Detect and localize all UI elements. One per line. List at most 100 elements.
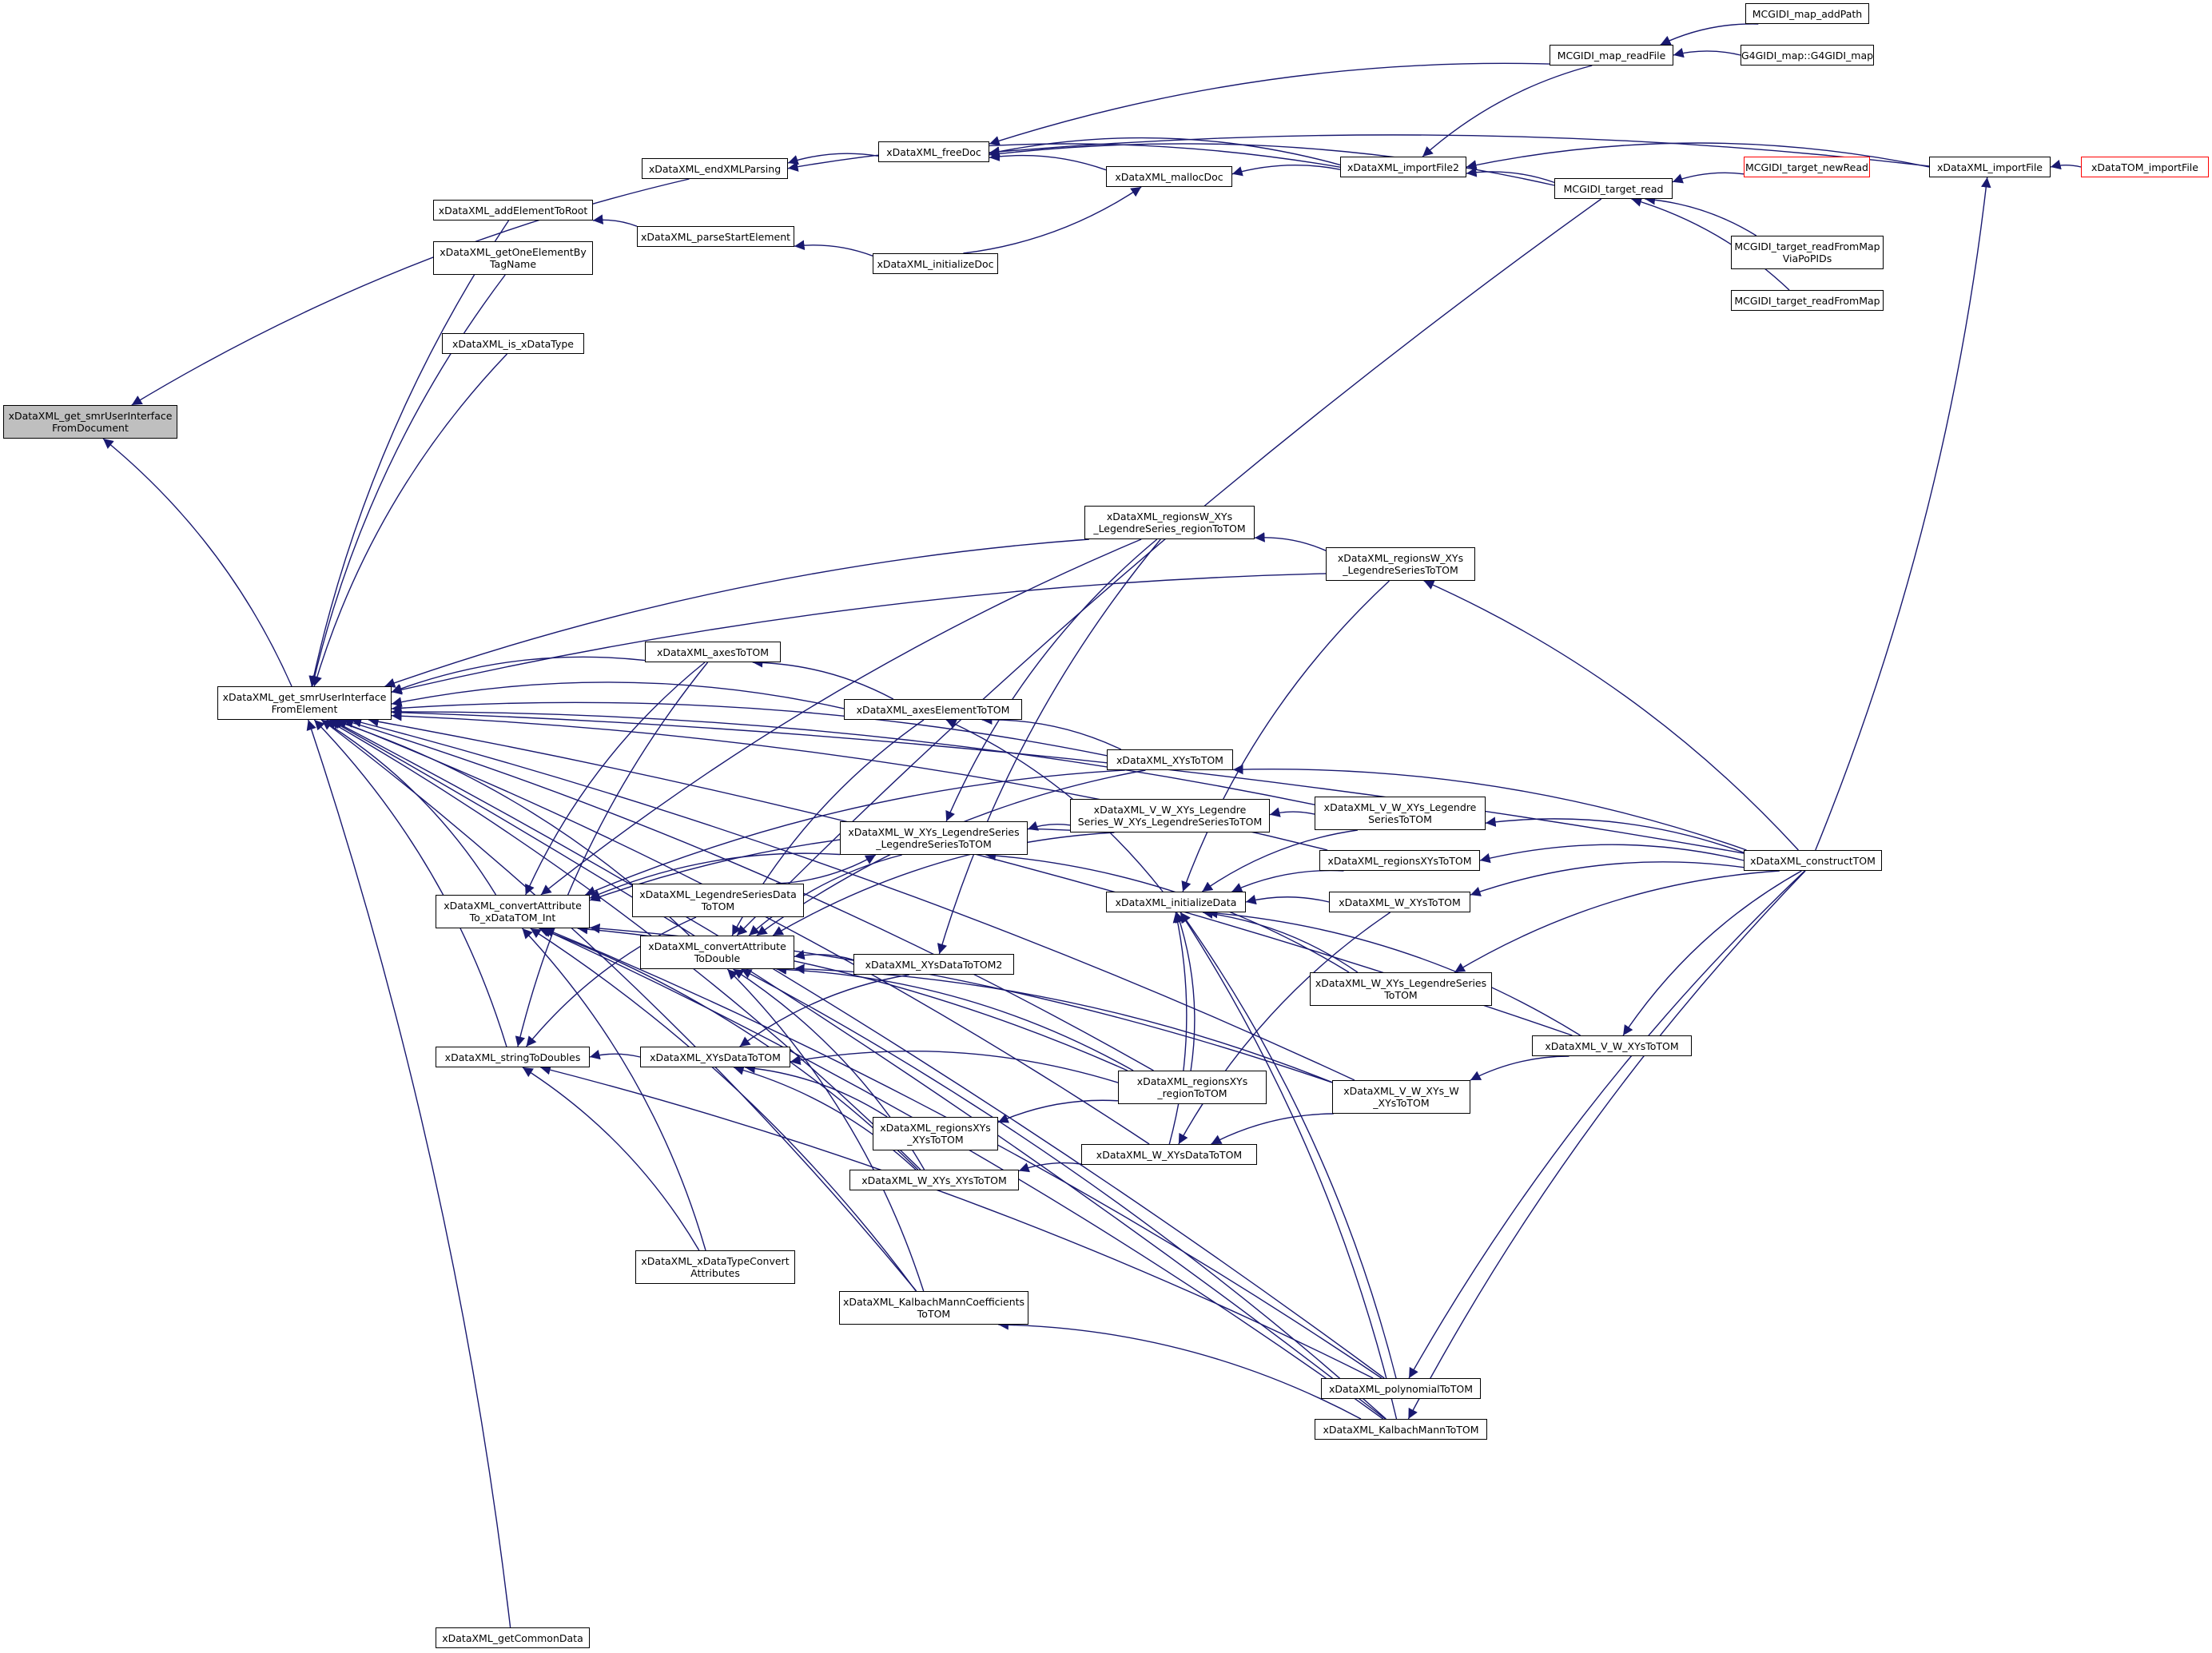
call-edge xyxy=(776,964,1134,1071)
node-label-line: xDataXML_regionsW_XYs xyxy=(1337,552,1464,564)
node-mcgidi-target-new-read[interactable]: MCGIDI_target_newRead xyxy=(1744,157,1870,177)
node-mcgidi-map-add-path[interactable]: MCGIDI_map_addPath xyxy=(1745,3,1869,24)
node-axes-element-to-tom[interactable]: xDataXML_axesElementToTOM xyxy=(844,699,1022,720)
node-w-xys-legendre-series-legendre-series-to-tom[interactable]: xDataXML_W_XYs_LegendreSeries _LegendreS… xyxy=(840,821,1028,855)
node-is-xdata-type[interactable]: xDataXML_is_xDataType xyxy=(442,333,584,354)
call-edge xyxy=(391,706,1315,805)
call-edge xyxy=(741,968,1386,1420)
node-regions-xys-to-tom[interactable]: xDataXML_regionsXYsToTOM xyxy=(1319,850,1480,871)
call-edge xyxy=(787,143,1341,172)
node-regions-xys-xys-to-tom[interactable]: xDataXML_regionsXYs _XYsToTOM xyxy=(873,1117,998,1150)
node-string-to-doubles[interactable]: xDataXML_stringToDoubles xyxy=(436,1047,590,1067)
node-w-xys-to-tom[interactable]: xDataXML_W_XYsToTOM xyxy=(1329,892,1470,912)
call-edge xyxy=(592,214,638,227)
node-label-line: xDataXML_XYsToTOM xyxy=(1116,753,1223,766)
node-label-line: ToTOM xyxy=(917,1308,951,1320)
node-get-smr-user-interface-from-element[interactable]: xDataXML_get_smrUserInterface FromElemen… xyxy=(217,686,392,720)
node-xys-data-to-tom2[interactable]: xDataXML_XYsDataToTOM2 xyxy=(853,954,1014,975)
node-get-smr-user-interface-from-document[interactable]: xDataXML_get_smrUserInterface FromDocume… xyxy=(3,405,177,439)
node-label-line: _XYsToTOM xyxy=(1373,1097,1430,1109)
node-v-w-xys-to-tom[interactable]: xDataXML_V_W_XYsToTOM xyxy=(1532,1035,1692,1056)
node-label-line: xDataTOM_importFile xyxy=(2091,161,2198,173)
node-axes-to-tom[interactable]: xDataXML_axesToTOM xyxy=(645,642,781,662)
node-label-line: xDataXML_mallocDoc xyxy=(1115,170,1223,183)
node-end-xml-parsing[interactable]: xDataXML_endXMLParsing xyxy=(642,158,788,179)
node-label-line: Attributes xyxy=(690,1267,740,1279)
call-edge xyxy=(1245,894,1330,905)
call-edge xyxy=(1027,821,1071,831)
node-parse-start-element[interactable]: xDataXML_parseStartElement xyxy=(637,226,794,247)
node-label-line: xDataXML_regionsXYs xyxy=(880,1122,991,1134)
node-xdatatom-import-file[interactable]: xDataTOM_importFile xyxy=(2081,157,2209,177)
node-initialize-doc[interactable]: xDataXML_initializeDoc xyxy=(873,253,998,274)
node-label-line: ViaPoPIDs xyxy=(1782,252,1832,264)
call-edge xyxy=(1470,861,1745,896)
node-free-doc[interactable]: xDataXML_freeDoc xyxy=(878,141,989,162)
call-edge xyxy=(525,662,706,896)
call-edge xyxy=(351,717,1355,1081)
node-label-line: xDataXML_LegendreSeriesData xyxy=(639,888,797,900)
node-initialize-data[interactable]: xDataXML_initializeData xyxy=(1106,892,1246,912)
node-regions-xys-region-to-tom[interactable]: xDataXML_regionsXYs _regionToTOM xyxy=(1118,1071,1267,1104)
node-v-w-xys-legendre-series-w-xys-legendre-series-to-tom[interactable]: xDataXML_V_W_XYs_Legendre Series_W_XYs_L… xyxy=(1070,799,1270,832)
node-mcgidi-target-read-from-map[interactable]: MCGIDI_target_readFromMap xyxy=(1731,290,1884,311)
call-edge xyxy=(776,854,877,884)
node-kalbach-mann-to-tom[interactable]: xDataXML_KalbachMannToTOM xyxy=(1315,1419,1487,1440)
node-mcgidi-map-read-file[interactable]: MCGIDI_map_readFile xyxy=(1550,45,1673,66)
node-label-line: Series_W_XYs_LegendreSeriesToTOM xyxy=(1077,816,1263,828)
node-w-xys-xys-to-tom[interactable]: xDataXML_W_XYs_XYsToTOM xyxy=(849,1170,1019,1190)
call-edge xyxy=(308,220,510,687)
node-label-line: MCGIDI_target_newRead xyxy=(1745,161,1868,173)
call-edge xyxy=(1466,142,1930,170)
call-edge xyxy=(989,137,1341,166)
node-get-one-element-by-tag-name[interactable]: xDataXML_getOneElementBy TagName xyxy=(433,241,593,275)
node-xys-data-to-tom[interactable]: xDataXML_XYsDataToTOM xyxy=(640,1047,790,1067)
node-mcgidi-target-read[interactable]: MCGIDI_target_read xyxy=(1554,178,1673,199)
node-construct-tom[interactable]: xDataXML_constructTOM xyxy=(1744,850,1882,871)
call-edge xyxy=(1180,912,1398,1420)
node-regions-w-xys-legendre-series-region-to-tom[interactable]: xDataXML_regionsW_XYs _LegendreSeries_re… xyxy=(1084,506,1255,539)
node-import-file2[interactable]: xDataXML_importFile2 xyxy=(1340,157,1466,177)
call-edge xyxy=(998,1319,1362,1420)
node-g4gidi-map-constructor[interactable]: G4GIDI_map::G4GIDI_map xyxy=(1741,45,1874,66)
call-edge xyxy=(794,964,1333,1083)
node-add-element-to-root[interactable]: xDataXML_addElementToRoot xyxy=(433,200,593,221)
node-w-xys-legendre-series-to-tom[interactable]: xDataXML_W_XYs_LegendreSeries ToTOM xyxy=(1310,972,1492,1006)
call-edge xyxy=(752,657,894,700)
node-regions-w-xys-legendre-series-to-tom[interactable]: xDataXML_regionsW_XYs _LegendreSeriesToT… xyxy=(1326,547,1475,581)
node-get-common-data[interactable]: xDataXML_getCommonData xyxy=(436,1627,590,1648)
node-convert-attribute-to-xdatatom-int[interactable]: xDataXML_convertAttribute To_xDataTOM_In… xyxy=(436,895,590,928)
node-label-line: FromDocument xyxy=(52,422,129,434)
node-v-w-xys-legendre-series-to-tom[interactable]: xDataXML_V_W_XYs_Legendre SeriesToTOM xyxy=(1315,797,1486,830)
node-mcgidi-target-read-from-map-via-popids[interactable]: MCGIDI_target_readFromMap ViaPoPIDs xyxy=(1731,236,1884,269)
call-edge xyxy=(1672,172,1745,184)
call-edge xyxy=(321,719,917,1292)
node-kalbach-mann-coefficients-to-tom[interactable]: xDataXML_KalbachMannCoefficients ToTOM xyxy=(839,1291,1028,1325)
node-label-line: xDataXML_V_W_XYs_W xyxy=(1343,1085,1459,1097)
node-legendre-series-data-to-tom[interactable]: xDataXML_LegendreSeriesData ToTOM xyxy=(632,884,804,917)
node-label-line: FromElement xyxy=(271,703,338,715)
call-edge xyxy=(1408,870,1805,1379)
node-label-line: _LegendreSeriesToTOM xyxy=(876,838,992,850)
call-edge xyxy=(336,718,1150,1145)
call-edge xyxy=(1673,47,1741,58)
node-w-xys-data-to-tom[interactable]: xDataXML_W_XYsDataToTOM xyxy=(1081,1144,1257,1165)
node-label-line: xDataXML_xDataTypeConvert xyxy=(641,1255,790,1267)
call-edge xyxy=(309,274,506,687)
call-edge xyxy=(1454,870,1780,973)
node-xdata-type-convert-attributes[interactable]: xDataXML_xDataTypeConvert Attributes xyxy=(635,1250,795,1284)
node-xys-to-tom[interactable]: xDataXML_XYsToTOM xyxy=(1107,749,1233,770)
node-import-file[interactable]: xDataXML_importFile xyxy=(1929,157,2051,177)
call-edge xyxy=(391,656,646,693)
call-edge xyxy=(331,719,1385,1379)
node-polynomial-to-tom[interactable]: xDataXML_polynomialToTOM xyxy=(1321,1378,1481,1399)
call-edge xyxy=(1407,870,1806,1420)
call-edge xyxy=(945,719,1164,892)
call-edge xyxy=(1018,1162,1082,1173)
call-edge xyxy=(1231,869,1344,892)
node-v-w-xys-w-xys-to-tom[interactable]: xDataXML_V_W_XYs_W _XYsToTOM xyxy=(1332,1080,1470,1114)
node-convert-attribute-to-double[interactable]: xDataXML_convertAttribute ToDouble xyxy=(640,936,794,969)
node-malloc-doc[interactable]: xDataXML_mallocDoc xyxy=(1106,166,1232,187)
call-edge xyxy=(2050,159,2082,170)
call-edge xyxy=(1178,912,1390,1145)
